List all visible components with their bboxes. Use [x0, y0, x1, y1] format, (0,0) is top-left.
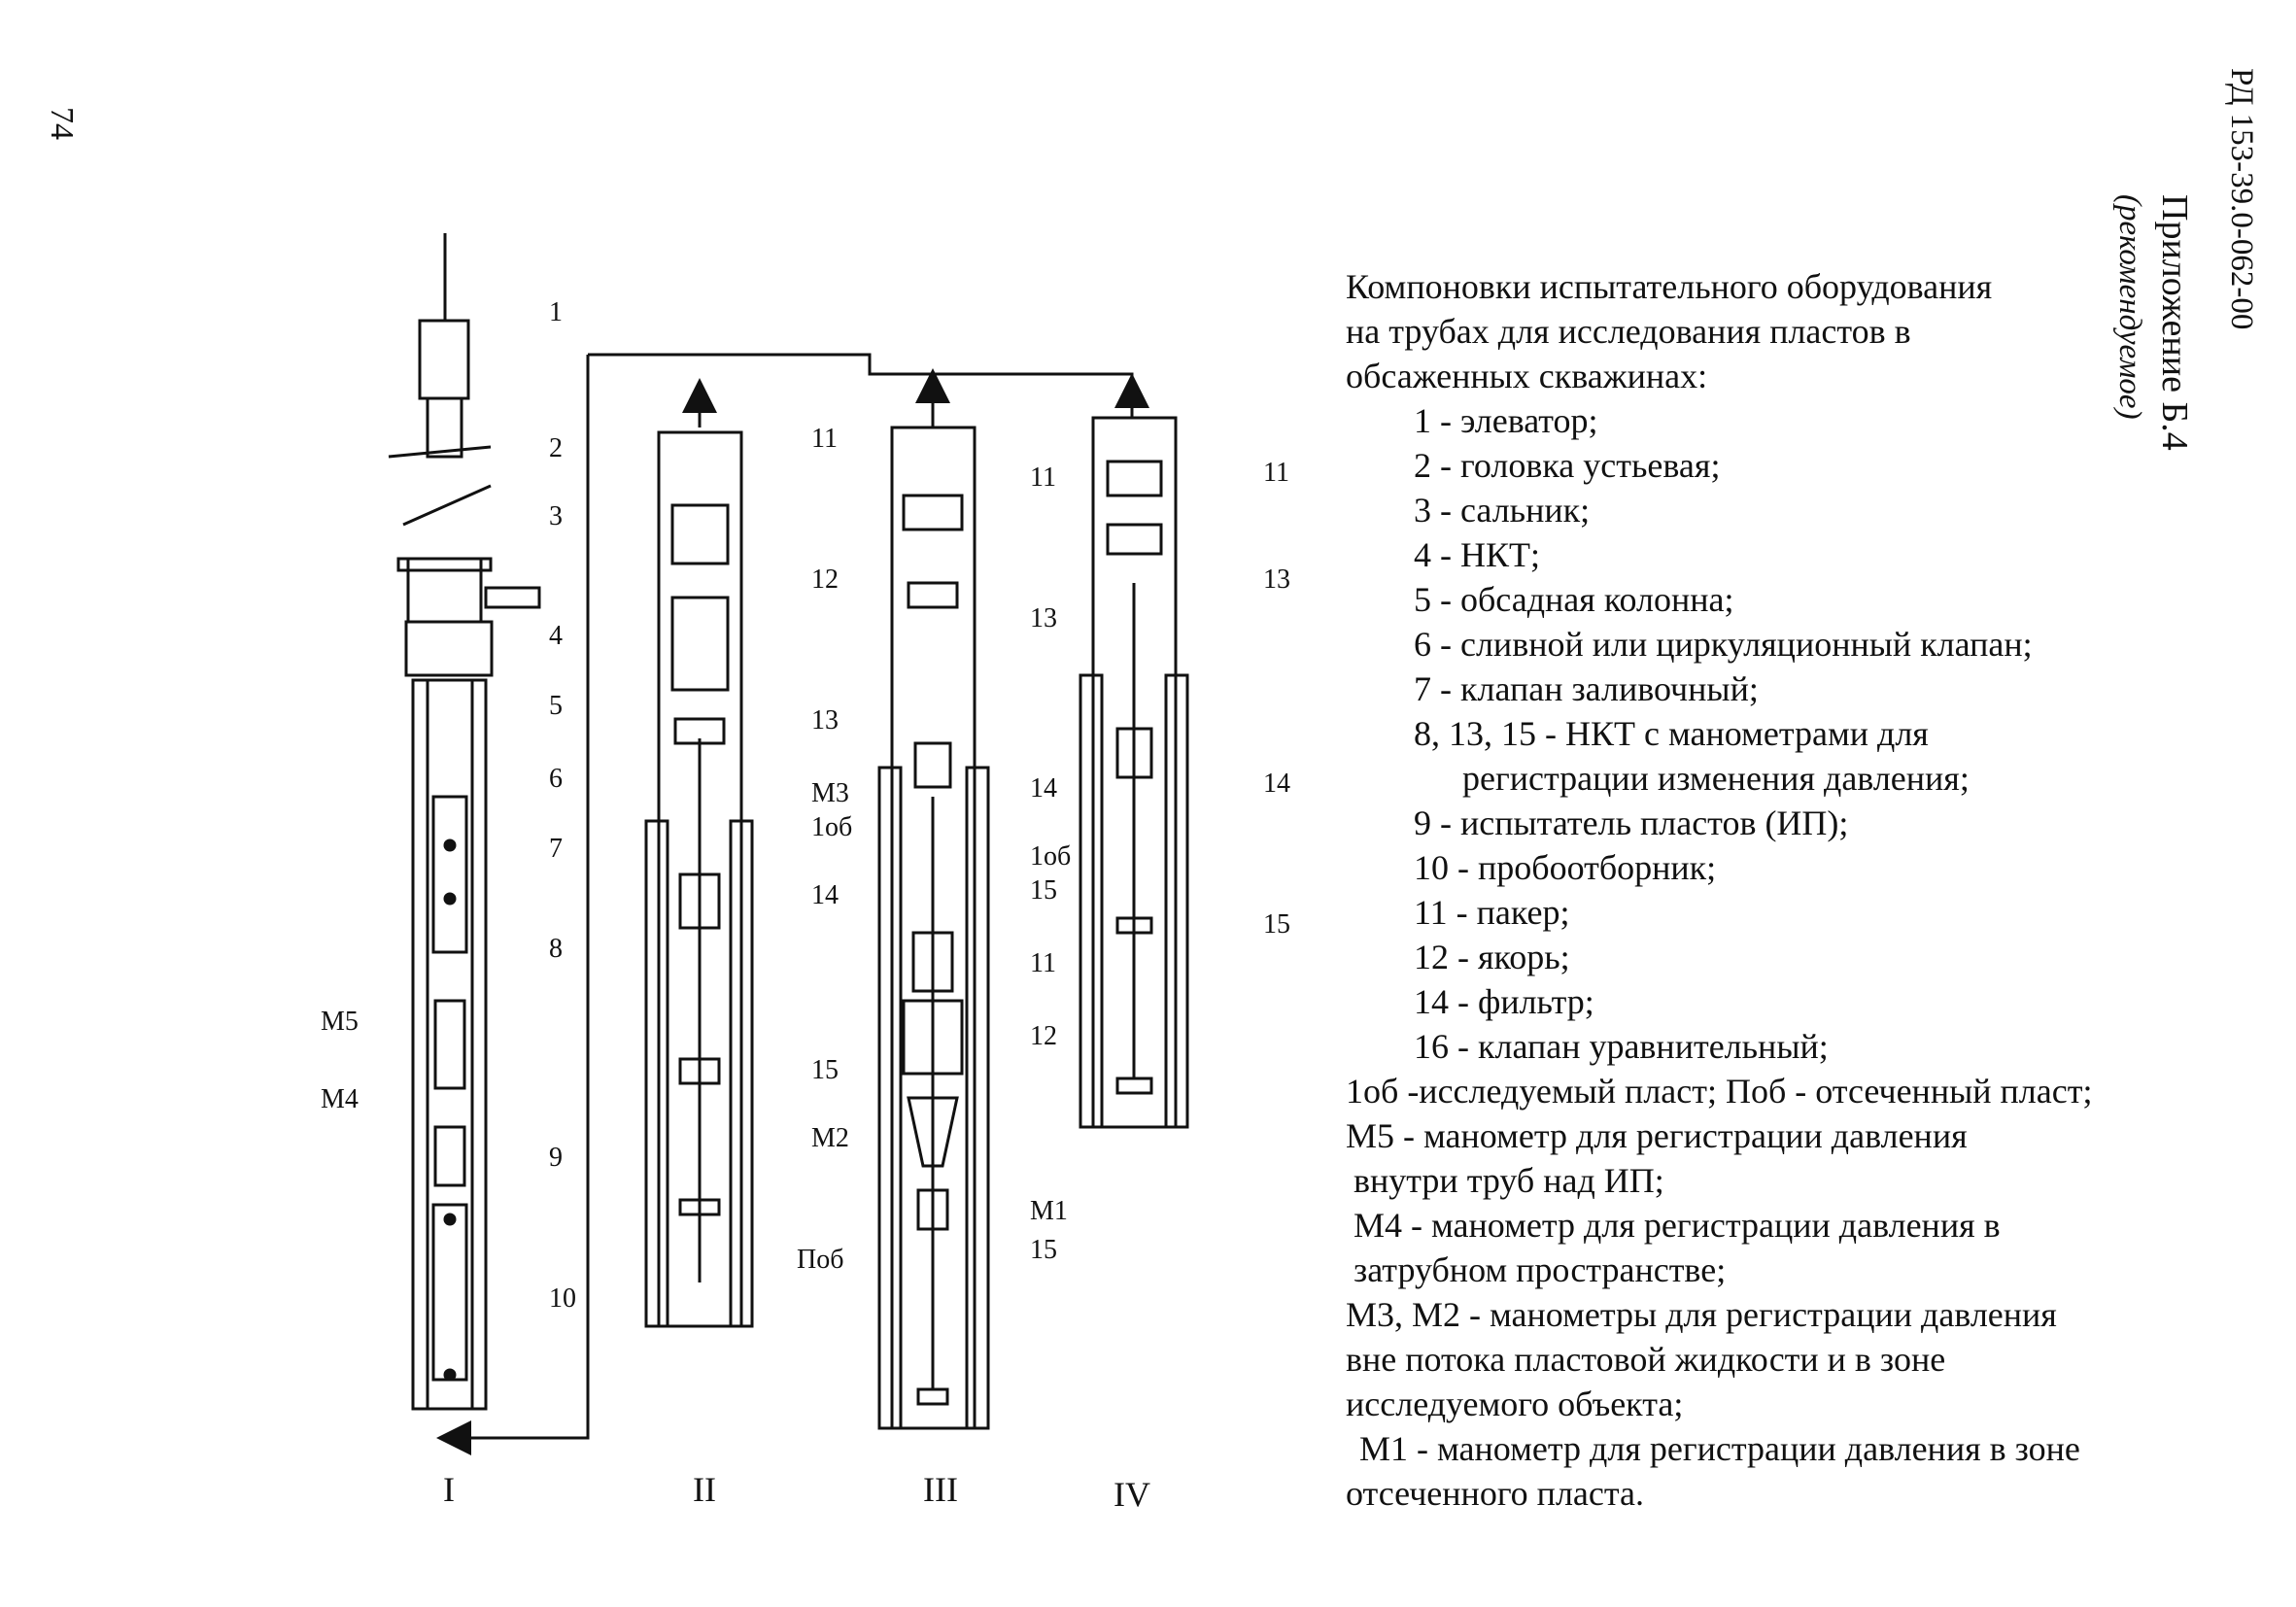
column-label-iii: III — [923, 1470, 958, 1509]
callout-iii-12: 12 — [1030, 1021, 1057, 1051]
document-code: РД 153-39.0-062-00 — [2224, 68, 2259, 330]
callout-ii-15: 15 — [811, 1055, 839, 1085]
callout-8: 8 — [549, 934, 563, 964]
caption-title: Компоновки испытательного оборудования н… — [1346, 264, 2220, 398]
caption-title-line: на трубах для исследования пластов в — [1346, 312, 1911, 351]
callout-iv-14: 14 — [1263, 769, 1290, 799]
callout-2: 2 — [549, 433, 563, 463]
legend-item: 10 - пробоотборник; — [1414, 848, 1717, 887]
legend-item: 11 - пакер; — [1414, 893, 1570, 932]
legend-item: 1 - элеватор; — [1414, 401, 1598, 440]
callout-iii-14: 14 — [1030, 773, 1057, 804]
legend-item: 4 - НКТ; — [1414, 535, 1540, 574]
column-ii-callouts: 11 12 13 М3 1об 14 15 М2 — [811, 424, 852, 1153]
callout-ii-13: 13 — [811, 705, 839, 735]
callout-1: 1 — [549, 297, 563, 327]
layer-1ob-label-iii: 1об — [1030, 841, 1071, 872]
legend-item: 7 - клапан заливочный; — [1414, 669, 1759, 708]
figure-caption: Компоновки испытательного оборудования н… — [1346, 264, 2220, 1516]
callout-iv-11: 11 — [1263, 458, 1289, 488]
note-line: М3, М2 - манометры для регистрации давле… — [1346, 1295, 2057, 1334]
callout-9: 9 — [549, 1143, 563, 1173]
legend-item: 12 - якорь; — [1414, 938, 1570, 976]
note-line: М5 - манометр для регистрации давления — [1346, 1116, 1968, 1155]
caption-title-line: обсаженных скважинах: — [1346, 357, 1708, 395]
callout-4: 4 — [549, 621, 563, 651]
legend-item: 14 - фильтр; — [1414, 982, 1594, 1021]
legend-item: 3 - сальник; — [1414, 491, 1591, 530]
flow-arrows-up — [682, 368, 1149, 427]
legend-item: 16 - клапан уравнительный; — [1414, 1027, 1829, 1066]
note-line: М1 - манометр для регистрации давления в… — [1359, 1429, 2080, 1468]
column-label-iv: IV — [1114, 1475, 1150, 1514]
callout-5: 5 — [549, 691, 563, 721]
column-i-assembly — [388, 233, 541, 1411]
column-i-callouts: 1 2 3 4 5 6 7 8 9 10 М5 М4 — [321, 297, 576, 1314]
gauge-m2-label: М2 — [811, 1123, 849, 1153]
callout-3: 3 — [549, 501, 563, 531]
legend-list: 1 - элеватор; 2 - головка устьевая; 3 - … — [1346, 398, 2220, 1069]
gauge-m5-label: М5 — [321, 1007, 359, 1037]
callout-ii-12: 12 — [811, 564, 839, 595]
legend-item: регистрации изменения давления; — [1462, 759, 1970, 798]
callout-iii-13: 13 — [1030, 603, 1057, 633]
column-labels: I II III IV — [443, 1470, 1150, 1514]
legend-item: 6 - сливной или циркуляционный клапан; — [1414, 625, 2033, 664]
column-iv-assembly — [1079, 416, 1189, 1129]
column-iv-callouts: 11 13 14 15 — [1263, 458, 1290, 940]
note-line: М4 - манометр для регистрации давления в — [1354, 1206, 2001, 1245]
note-line: 1об -исследуемый пласт; Поб - отсеченный… — [1346, 1072, 2093, 1111]
caption-title-line: Компоновки испытательного оборудования — [1346, 267, 1993, 306]
note-line: затрубном пространстве; — [1354, 1250, 1727, 1289]
flow-connector — [436, 353, 1134, 1455]
column-label-ii: II — [693, 1470, 716, 1509]
callout-iii-11b: 11 — [1030, 948, 1056, 978]
callout-iv-15: 15 — [1263, 909, 1290, 940]
legend-item: 8, 13, 15 - НКТ с манометрами для — [1414, 714, 1929, 753]
legend-item: 5 - обсадная колонна; — [1414, 580, 1734, 619]
callout-iii-15a: 15 — [1030, 875, 1057, 906]
callout-iii-15b: 15 — [1030, 1235, 1057, 1265]
callout-7: 7 — [549, 834, 563, 864]
caption-notes: 1об -исследуемый пласт; Поб - отсеченный… — [1346, 1069, 2220, 1516]
column-label-i: I — [443, 1470, 455, 1509]
note-line: исследуемого объекта; — [1346, 1385, 1684, 1423]
callout-10: 10 — [549, 1283, 576, 1314]
column-iii-callouts: 11 13 14 1об 15 11 12 М1 15 Поб — [797, 462, 1071, 1275]
callout-ii-14: 14 — [811, 880, 839, 910]
note-line: вне потока пластовой жидкости и в зоне — [1346, 1340, 1946, 1379]
callout-iii-11a: 11 — [1030, 462, 1056, 493]
layer-1ob-label: 1об — [811, 812, 852, 842]
legend-item: 2 - головка устьевая; — [1414, 446, 1721, 485]
gauge-m1-label: М1 — [1030, 1196, 1068, 1226]
callout-iv-13: 13 — [1263, 564, 1290, 595]
legend-item: 9 - испытатель пластов (ИП); — [1414, 804, 1849, 842]
gauge-m4-label: М4 — [321, 1084, 359, 1114]
column-iii-assembly — [877, 426, 990, 1430]
column-ii-assembly — [644, 430, 754, 1328]
callout-ii-11: 11 — [811, 424, 838, 454]
note-line: внутри труб над ИП; — [1354, 1161, 1664, 1200]
note-line: отсеченного пласта. — [1346, 1474, 1645, 1513]
gauge-m3-label: М3 — [811, 778, 849, 808]
callout-6: 6 — [549, 764, 563, 794]
equipment-diagram: 1 2 3 4 5 6 7 8 9 10 М5 М4 11 12 13 М3 1… — [321, 233, 1290, 1514]
layer-pob-label: Поб — [797, 1245, 843, 1275]
